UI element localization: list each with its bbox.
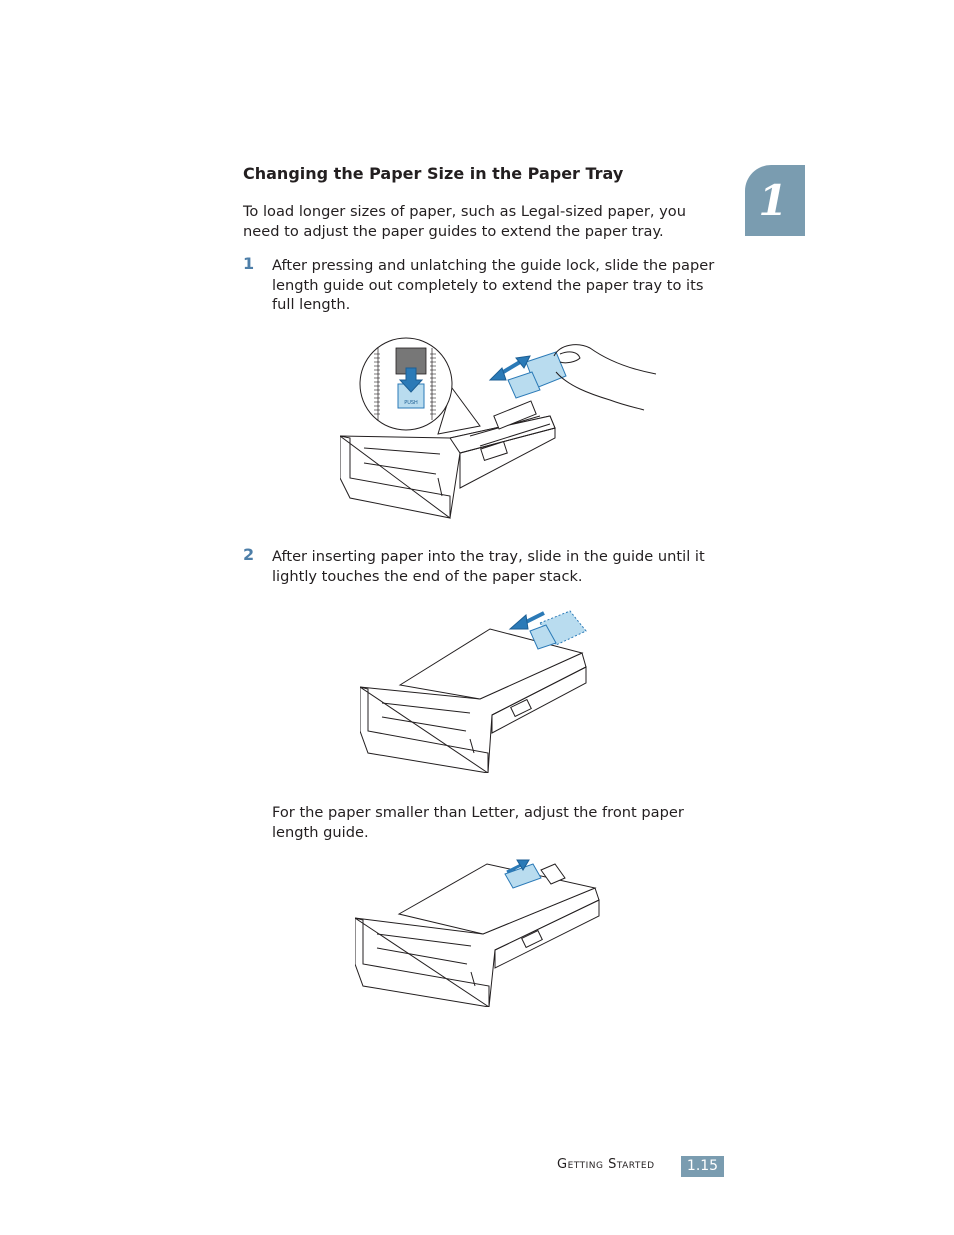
push-label: PUSH [404,400,418,406]
step-2-number: 2 [243,545,255,564]
push-arrow-icon [398,367,424,393]
chapter-tab: 1 [745,165,805,236]
tray-ruler-marks [374,353,436,415]
chapter-number: 1 [758,175,788,225]
step-1-number: 1 [243,254,255,273]
intro-paragraph: To load longer sizes of paper, such as L… [243,203,686,240]
double-arrow-icon [488,355,531,381]
paper-tray-drawing [355,863,600,1007]
step-2-text: After inserting paper into the tray, sli… [272,548,705,585]
footer-page-number: 1.15 [681,1156,724,1177]
paper-tray-drawing [360,628,587,773]
slide-arrow-icon [506,859,530,874]
extend-tray-illustration: PUSH [340,337,657,519]
section-heading: Changing the Paper Size in the Paper Tra… [243,164,624,183]
length-guide-drawing [529,610,587,650]
paper-tray-drawing [340,400,556,519]
length-guide-drawing [507,351,567,399]
front-guide-illustration [355,859,600,1007]
note-text: For the paper smaller than Letter, adjus… [272,804,684,841]
insert-paper-illustration [360,610,587,773]
guide-lock-callout: PUSH [359,337,481,435]
footer-section-title: Getting Started [557,1157,655,1172]
hand-drawing [553,344,657,411]
slide-arrow-icon [508,611,545,630]
step-1-text: After pressing and unlatching the guide … [272,257,715,314]
